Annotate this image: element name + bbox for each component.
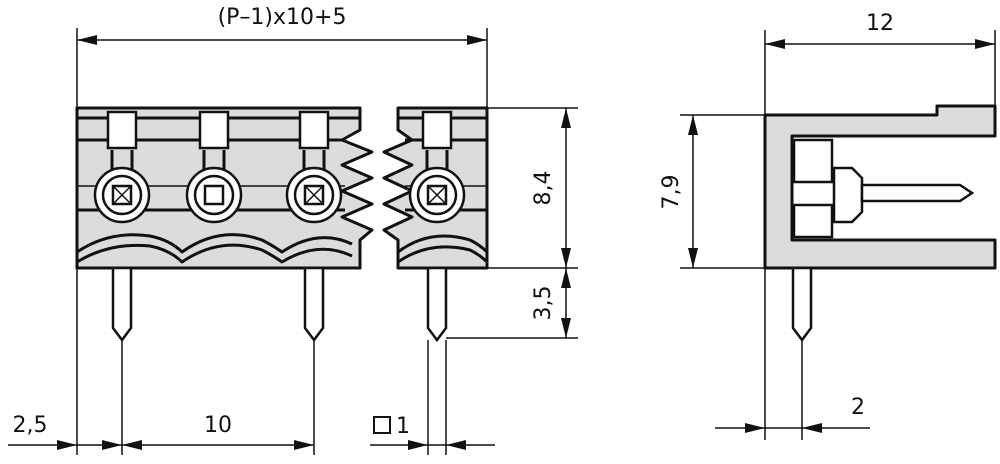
overall-width-label: (P–1)x10+5	[218, 5, 347, 30]
depth-label: 12	[866, 11, 894, 36]
side-height-dimension: 7,9	[659, 114, 765, 269]
side-height-label: 7,9	[659, 175, 684, 210]
side-view: 12 7,9 2	[659, 11, 997, 440]
terminal-2	[185, 110, 243, 224]
side-pin-offset-dimension: 2	[715, 268, 870, 440]
side-pin-collar	[832, 166, 864, 224]
pitch-label: 10	[204, 413, 232, 438]
terminal-4	[408, 110, 466, 224]
square-icon	[373, 416, 391, 434]
pin-length-dimension: 3,5	[531, 268, 571, 338]
pin-3	[426, 266, 448, 343]
edge-offset-label: 2,5	[13, 413, 48, 438]
pitch-dimension: 10	[122, 413, 314, 450]
body-height-label: 8,4	[531, 171, 556, 206]
front-view: (P–1)x10+5	[8, 5, 578, 455]
side-horizontal-pin	[860, 183, 975, 203]
pin-square-dimension: 1	[370, 414, 495, 450]
terminal-1	[93, 110, 151, 224]
depth-dimension: 12	[764, 11, 996, 115]
pin-square-label: 1	[396, 414, 410, 439]
edge-offset-dimension: 2,5	[8, 413, 122, 450]
body-height-dimension: 8,4	[446, 107, 578, 339]
pin-1	[111, 266, 133, 343]
overall-width-dimension: (P–1)x10+5	[77, 5, 487, 45]
side-upper-latch	[792, 138, 834, 184]
side-lower-latch	[792, 203, 834, 239]
side-vertical-pin	[791, 266, 813, 343]
pin-length-label: 3,5	[531, 286, 556, 321]
side-housing	[763, 104, 997, 270]
pin-2	[303, 266, 325, 343]
terminal-3	[285, 110, 343, 224]
side-pin-offset-label: 2	[851, 395, 865, 420]
